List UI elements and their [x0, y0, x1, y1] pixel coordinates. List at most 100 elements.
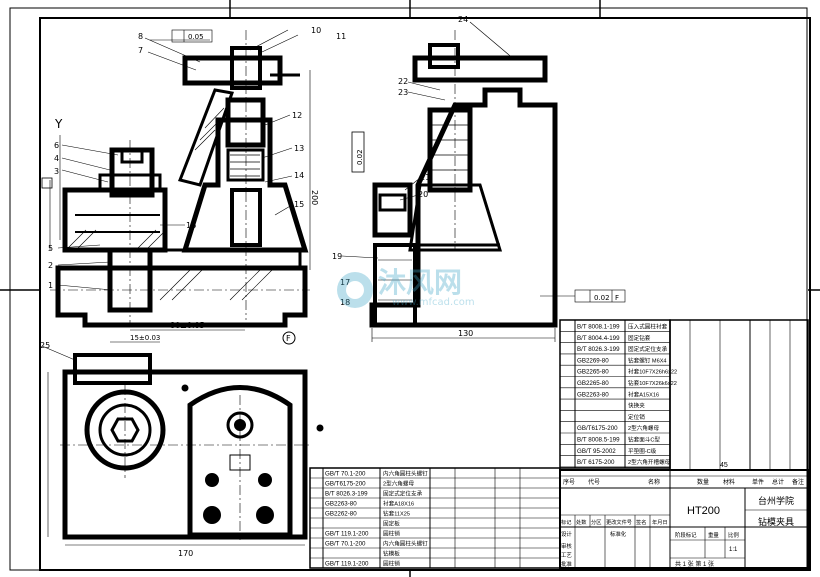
callout-21: 21 — [420, 173, 430, 182]
parts-header-4: 材料 — [723, 478, 735, 486]
left-row-name: 固定板 — [383, 520, 400, 528]
parts-header-7: 备注 — [792, 478, 804, 486]
callout-1: 1 — [48, 281, 53, 290]
left-row-code: B/T 8026.3-199 — [325, 491, 368, 498]
left-row-name: 衬套A18X16 — [383, 500, 414, 508]
title-scale-label-2: 分区 — [591, 518, 601, 526]
parts-row-name: 定位销 — [628, 413, 645, 421]
title-material: HT200 — [687, 505, 720, 517]
front-view — [50, 30, 310, 345]
callout-19: 19 — [332, 252, 342, 261]
callout-18: 18 — [340, 298, 350, 307]
callout-3: 3 — [54, 167, 59, 176]
title-block-cells: 标记处数分区更改文件号签名年月日设计标准化阶段标记重量比例审核工艺批准 — [561, 518, 739, 568]
callout-10: 10 — [311, 26, 321, 35]
watermark-url: www.mfcad.com — [392, 297, 475, 308]
parts-header-3: 数量 — [697, 478, 709, 486]
parts-row-name: 钻套面斗C型 — [628, 436, 660, 444]
callout-7: 7 — [138, 46, 143, 55]
title-role-label-2: 批准 — [561, 560, 572, 568]
parts-row-code: B/T 6175-200 — [577, 459, 615, 466]
parts-row-name: 衬套A15X16 — [628, 390, 659, 398]
callout-14: 14 — [294, 171, 304, 180]
parts-row-name: 平垫圈-C级 — [628, 447, 657, 455]
title-design-label-0: 设计 — [561, 530, 572, 538]
parts-row-code: GB2269-80 — [577, 357, 609, 364]
tol-flatness-005: 0.05 — [188, 33, 204, 41]
dim-200: 200 — [310, 190, 319, 205]
callout-6: 6 — [54, 141, 59, 150]
callout-2: 2 — [48, 261, 53, 270]
top-view — [60, 353, 324, 540]
callout-22: 22 — [398, 77, 408, 86]
parts-row-name: 衬套10F7X26h6x22 — [628, 368, 677, 376]
parts-row-name: 2型六角开槽螺母 — [628, 458, 671, 466]
parts-row-name: 固定钻套 — [628, 334, 651, 342]
title-school: 台州学院 — [758, 495, 794, 506]
parts-row-code: B/T 8008.1-199 — [577, 324, 620, 331]
parts-row-name: 钻套螺钉 M6X4 — [628, 356, 667, 364]
title-misc: 45 — [720, 462, 728, 469]
callout-24: 24 — [458, 15, 468, 24]
title-scale-label-1: 处数 — [576, 518, 587, 526]
parts-row-name: 固定式定位支承 — [628, 345, 668, 353]
front-dimensions — [49, 29, 311, 331]
parts-header-5: 单件 — [752, 478, 764, 486]
parts-row-code: GB2265-80 — [577, 380, 609, 387]
title-role-label-1: 工艺 — [561, 552, 572, 559]
dim-130: 130 — [458, 329, 473, 338]
callout-16: 16 — [186, 221, 196, 230]
callout-12: 12 — [292, 111, 302, 120]
title-scale-label-5: 年月日 — [652, 518, 668, 526]
title-role-label-0: 审核 — [561, 542, 572, 550]
watermark-brand: 沐风网 — [378, 266, 462, 299]
datum-f-front: F — [286, 334, 291, 343]
tol-side-value: 0.02 — [356, 149, 364, 165]
callout-20: 20 — [418, 190, 428, 199]
left-row-code: GB2262-80 — [325, 511, 357, 518]
parts-row-code: B/T 8004.4-199 — [577, 335, 620, 342]
parts-row-code: GB/T6175-200 — [577, 425, 618, 432]
left-row-name: 2型六角螺母 — [383, 480, 414, 488]
left-row-code: GB/T 119.1-200 — [325, 561, 369, 568]
callout-13: 13 — [294, 144, 304, 153]
parts-row-name: 快换夹 — [628, 402, 645, 410]
callout-11: 11 — [336, 32, 346, 41]
left-row-code: GB/T 119.1-200 — [325, 531, 369, 538]
callout-8: 8 — [138, 32, 143, 41]
front-callouts — [57, 29, 299, 291]
title-sheet-info: 共 1 张 第 1 张 — [675, 560, 714, 568]
title-scale-label-0: 标记 — [561, 518, 571, 526]
left-row-name: 固定式定位支承 — [383, 490, 423, 498]
parts-header-2: 名称 — [648, 478, 660, 486]
callout-25: 25 — [40, 341, 50, 350]
side-dimensions — [371, 289, 626, 342]
parts-row-code: GB/T 95-2002 — [577, 448, 616, 455]
left-row-name: 圆柱销 — [383, 530, 400, 538]
left-row-code: GB/T 70.1-200 — [325, 471, 366, 478]
callout-17: 17 — [340, 278, 350, 287]
callout-4: 4 — [54, 154, 59, 163]
side-callouts — [341, 21, 516, 259]
left-row-code: GB/T6175-200 — [325, 481, 366, 488]
title-stage-label-2: 比例 — [728, 531, 739, 539]
title-block — [559, 469, 809, 569]
left-row-name: 内六角圆柱头螺钉 — [383, 540, 428, 548]
watermark: 沐风网 www.mfcad.com — [337, 266, 475, 308]
title-drawing-name: 钻模夹具 — [758, 516, 794, 527]
left-row-name: 圆柱销 — [383, 560, 400, 568]
title-scale-label-3: 更改文件号 — [606, 518, 632, 526]
left-row-name: 钻套11X25 — [383, 510, 410, 518]
parts-row-code: B/T 8026.3-199 — [577, 346, 620, 353]
top-dimensions — [41, 341, 305, 546]
dim-15: 15±0.03 — [130, 334, 160, 342]
callout-15: 15 — [294, 200, 304, 209]
parts-row-name: 2型六角螺母 — [628, 424, 659, 432]
callout-23: 23 — [398, 88, 408, 97]
left-row-name: 钻模板 — [383, 550, 400, 558]
parts-row-name: 钻套10F7X26k6x22 — [628, 379, 677, 387]
callout-5: 5 — [48, 244, 53, 253]
